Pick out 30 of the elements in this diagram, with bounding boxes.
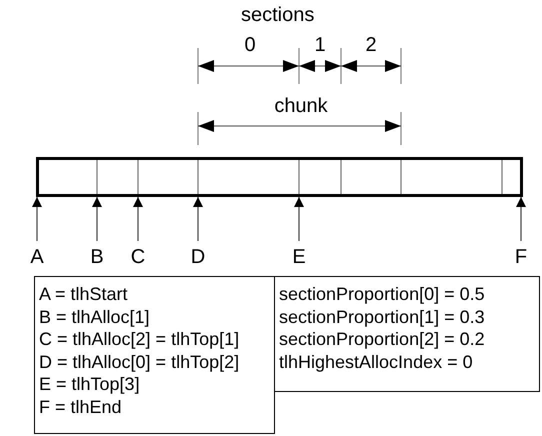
pointer-arrow xyxy=(193,197,203,241)
pointer-label: B xyxy=(90,246,104,268)
pointer-label: A xyxy=(30,246,44,268)
dimension-label: 0 xyxy=(244,34,256,57)
diagram-title: sections xyxy=(241,4,314,27)
memory-bar xyxy=(36,157,523,197)
pointer-label: E xyxy=(292,246,306,268)
pointer-label: C xyxy=(130,246,146,268)
pointer-label: D xyxy=(190,246,206,268)
legend-table-box xyxy=(274,276,540,392)
definition-text: tlhHighestAllocIndex = 0 xyxy=(279,350,473,373)
pointer-arrow xyxy=(516,197,526,241)
definition-text: E = tlhTop[3] xyxy=(39,373,140,396)
pointer-arrow xyxy=(32,197,42,241)
definition-text: A = tlhStart xyxy=(39,283,128,306)
legend-table-box xyxy=(34,276,275,434)
definition-text: F = tlhEnd xyxy=(39,396,122,418)
dimension-label: 1 xyxy=(314,34,326,57)
definition-text: sectionProportion[0] = 0.5 xyxy=(279,283,485,306)
definition-text: D = tlhAlloc[0] = tlhTop[2] xyxy=(39,350,240,373)
pointer-arrow xyxy=(294,197,304,241)
definition-text: B = tlhAlloc[1] xyxy=(39,306,150,328)
pointer-arrow xyxy=(92,197,102,241)
definition-text: sectionProportion[1] = 0.3 xyxy=(279,306,485,328)
dimension-label: chunk xyxy=(274,95,328,118)
dimension-label: 2 xyxy=(365,34,377,57)
pointer-label: F xyxy=(514,246,528,268)
definition-text: sectionProportion[2] = 0.2 xyxy=(279,328,485,350)
pointer-arrow xyxy=(133,197,143,241)
definition-text: C = tlhAlloc[2] = tlhTop[1] xyxy=(39,328,240,350)
